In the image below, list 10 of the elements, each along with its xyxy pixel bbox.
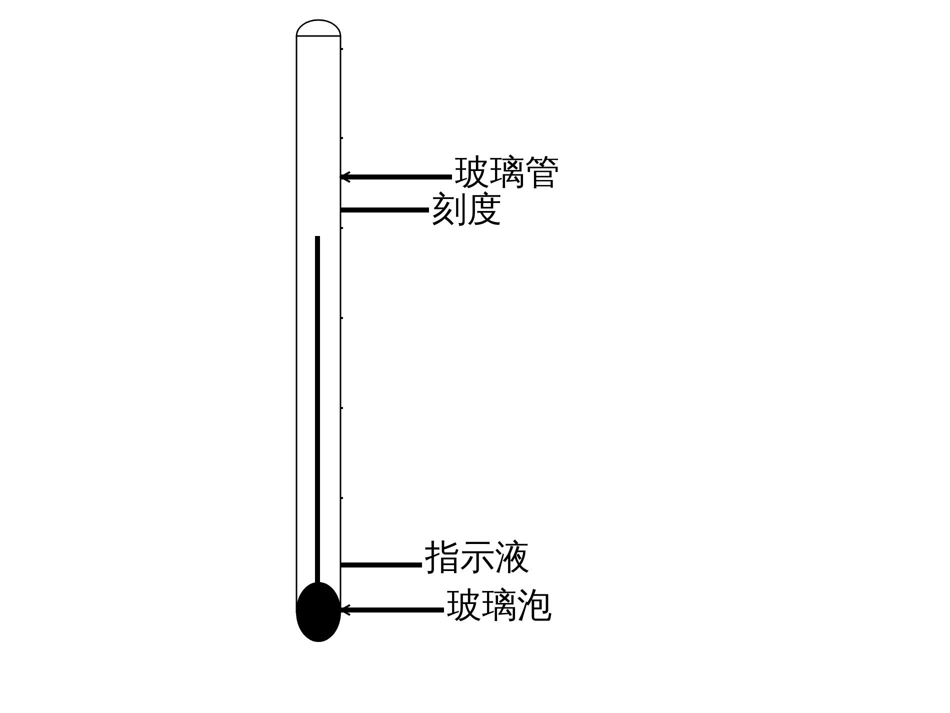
- glass-tube: [295, 19, 343, 613]
- part-label: 刻度: [432, 193, 502, 228]
- leader-line: [341, 562, 422, 568]
- part-label: 指示液: [425, 541, 530, 576]
- part-label: 玻璃泡: [447, 589, 552, 624]
- glass-bulb: [296, 582, 341, 642]
- leader-line: [341, 208, 429, 212]
- part-label: 玻璃管: [455, 156, 560, 191]
- arrow: [340, 171, 452, 183]
- arrow: [340, 604, 444, 616]
